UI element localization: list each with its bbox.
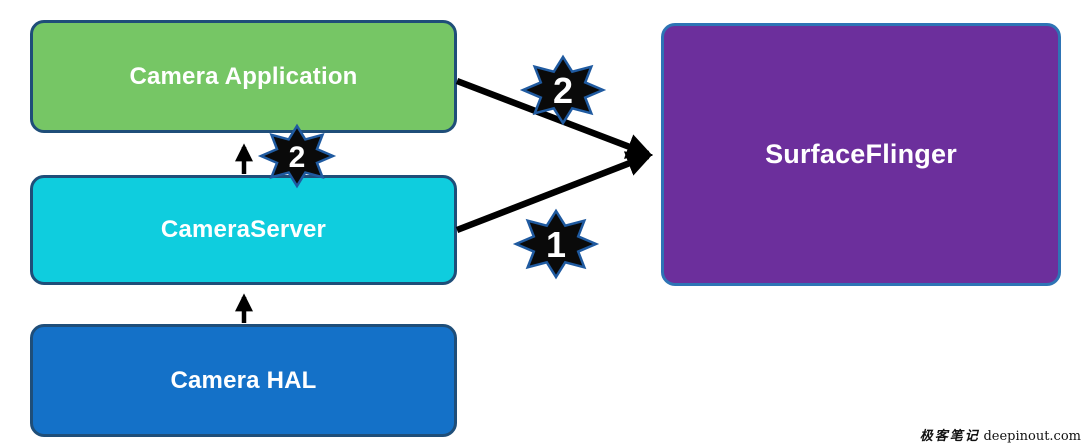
badge-step-2-upper-number: 2 (553, 70, 573, 111)
badge-step-1-lower: 1 (512, 208, 600, 280)
badge-step-2-middle-number: 2 (289, 141, 306, 174)
badge-step-2-upper: 2 (519, 54, 607, 126)
node-camera-hal-label: Camera HAL (170, 366, 317, 394)
node-camera-hal: Camera HAL (30, 324, 457, 437)
arrow-application-to-surfaceflinger (455, 77, 653, 159)
node-camera-application: Camera Application (30, 20, 457, 133)
watermark: 极客笔记 deepinout.com (920, 425, 1081, 444)
watermark-en-text: deepinout.com (983, 429, 1081, 444)
node-camera-server: CameraServer (30, 175, 457, 285)
node-camera-application-label: Camera Application (129, 62, 358, 90)
arrow-cameraserver-to-surfaceflinger (455, 151, 653, 234)
watermark-cn-text: 极客笔记 (919, 429, 980, 444)
node-surface-flinger-label: SurfaceFlinger (765, 139, 957, 169)
badge-step-1-lower-number: 1 (546, 224, 566, 265)
node-camera-server-label: CameraServer (160, 216, 327, 243)
node-surface-flinger: SurfaceFlinger (661, 23, 1061, 286)
starburst-icon (512, 208, 600, 280)
starburst-icon (519, 54, 607, 126)
